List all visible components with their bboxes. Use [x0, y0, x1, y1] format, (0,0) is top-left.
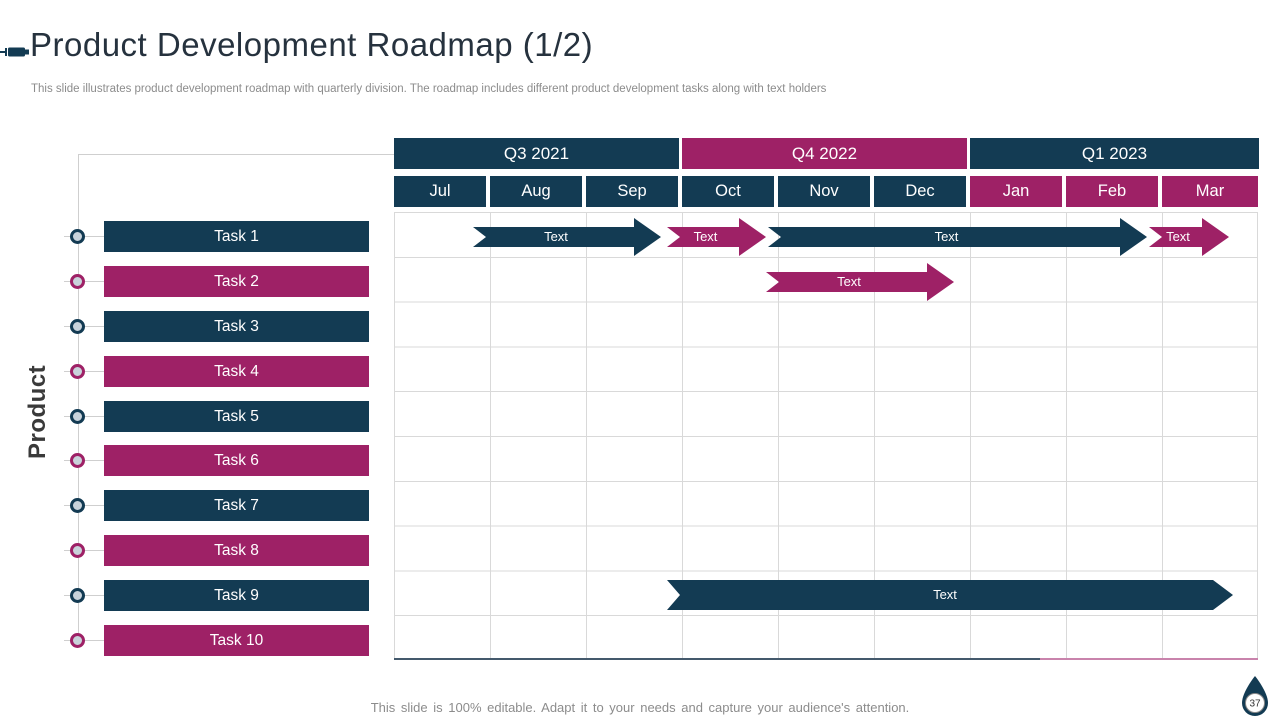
month-header-feb: Feb [1066, 176, 1158, 207]
task-dot [70, 409, 85, 424]
task-dot [70, 274, 85, 289]
month-header-aug: Aug [490, 176, 582, 207]
gantt-arrow-label: Text [544, 229, 568, 244]
task-dot [70, 364, 85, 379]
page-number-drop-icon: 37 [1242, 676, 1268, 716]
month-header-mar: Mar [1162, 176, 1258, 207]
task-label-4: Task 4 [104, 356, 369, 387]
grid-bottom-rule-right [1040, 658, 1258, 660]
task-label-3: Task 3 [104, 311, 369, 342]
task-label-7: Task 7 [104, 490, 369, 521]
page-number: 37 [1249, 699, 1261, 710]
task-dot [70, 453, 85, 468]
gantt-band-label: Text [933, 587, 957, 602]
gantt-arrow-label: Text [837, 274, 861, 289]
syringe-icon [0, 47, 29, 57]
month-header-oct: Oct [682, 176, 774, 207]
task-dot [70, 588, 85, 603]
task-dot [70, 633, 85, 648]
task-label-9: Task 9 [104, 580, 369, 611]
month-header-jul: Jul [394, 176, 486, 207]
gantt-arrow-label: Text [934, 229, 959, 244]
grid-bottom-rule-left [394, 658, 1040, 660]
connector-line-vertical [78, 154, 79, 641]
page-title: Product Development Roadmap (1/2) [30, 26, 594, 63]
task-label-2: Task 2 [104, 266, 369, 297]
footer-note: This slide is 100% editable. Adapt it to… [370, 700, 910, 715]
month-header-dec: Dec [874, 176, 966, 207]
task-label-6: Task 6 [104, 445, 369, 476]
quarter-header-q1-2023: Q1 2023 [970, 138, 1259, 169]
axis-label-product: Product [24, 364, 51, 460]
gantt-band-task9: Text [667, 580, 1233, 610]
task-dot [70, 229, 85, 244]
task-label-5: Task 5 [104, 401, 369, 432]
task-dot [70, 319, 85, 334]
month-header-nov: Nov [778, 176, 870, 207]
task-label-10: Task 10 [104, 625, 369, 656]
quarter-header-q4-2022: Q4 2022 [682, 138, 967, 169]
task-label-8: Task 8 [104, 535, 369, 566]
quarter-header-q3-2021: Q3 2021 [394, 138, 679, 169]
gantt-arrow-label: Text [693, 229, 718, 244]
connector-line-horizontal [78, 154, 394, 155]
task-dot [70, 543, 85, 558]
slide-subtitle: This slide illustrates product developme… [31, 83, 827, 95]
month-header-jan: Jan [970, 176, 1062, 207]
gantt-arrow-label: Text [1166, 229, 1190, 244]
task-dot [70, 498, 85, 513]
task-label-1: Task 1 [104, 221, 369, 252]
month-header-sep: Sep [586, 176, 678, 207]
